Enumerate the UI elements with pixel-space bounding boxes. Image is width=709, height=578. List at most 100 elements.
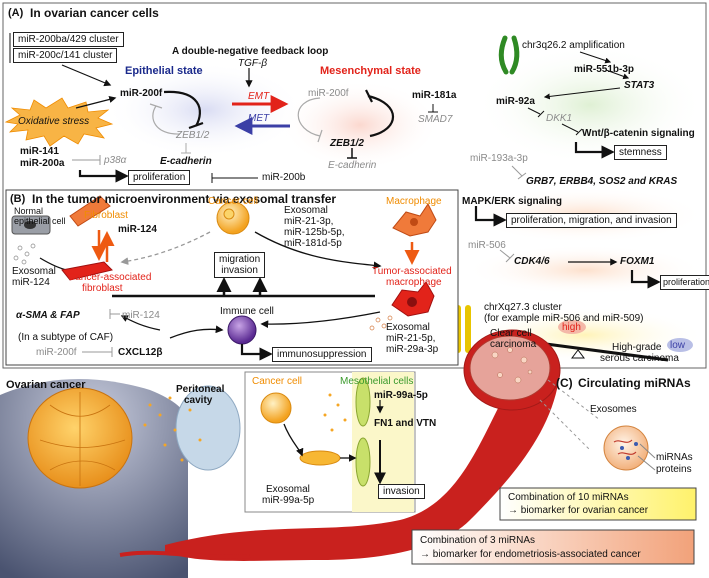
exosome-dots-124 bbox=[13, 243, 36, 265]
stemness-box: stemness bbox=[614, 145, 667, 160]
mir99a-label: miR-99a-5p bbox=[374, 390, 428, 401]
peritoneal-label-1: Peritoneal bbox=[176, 384, 225, 395]
dkk1-label: DKK1 bbox=[546, 113, 573, 124]
normal-cell-label-2: epithelial cell bbox=[14, 216, 66, 226]
combo10-line-1: Combination of 10 miRNAs bbox=[508, 492, 629, 503]
vessel-lumen bbox=[469, 335, 551, 401]
panel-a-title: In ovarian cancer cells bbox=[30, 6, 159, 20]
inset-cancer-cell bbox=[260, 392, 292, 424]
hgs-label-1: High-grade bbox=[612, 342, 662, 353]
caf-subtype-label: (In a subtype of CAF) bbox=[18, 332, 114, 343]
high-label: high bbox=[562, 322, 581, 333]
combo3-line-1: Combination of 3 miRNAs bbox=[420, 535, 536, 546]
proliferation-box-right: proliferation bbox=[660, 275, 709, 290]
peritoneal-cavity bbox=[175, 385, 241, 471]
mir200a-label: miR-200a bbox=[20, 158, 65, 169]
cancer-cell-b bbox=[216, 201, 250, 235]
exo-tam-3: miR-29a-3p bbox=[386, 344, 439, 355]
mesothelial-label: Mesothelial cells bbox=[340, 376, 414, 387]
inset-cancer-cell-label: Cancer cell bbox=[252, 376, 303, 387]
exosome-zoom bbox=[603, 425, 649, 471]
exosome-dots-tam bbox=[369, 315, 393, 331]
p38a-label: p38α bbox=[104, 155, 127, 166]
mir124-bold: miR-124 bbox=[118, 224, 157, 235]
mir200b-label: miR-200b bbox=[262, 172, 306, 183]
panel-b-title: In the tumor microenvironment via exosom… bbox=[32, 192, 337, 206]
chrxq-label-2: (for example miR-506 and miR-509) bbox=[484, 313, 644, 324]
epithelial-state-label: Epithelial state bbox=[125, 65, 203, 77]
panel-a-label: (A) bbox=[8, 7, 24, 19]
grb7-label: GRB7, ERBB4, SOS2 and KRAS bbox=[526, 176, 678, 187]
exosomes-label: Exosomes bbox=[590, 404, 637, 415]
exo-cc-2: miR-21-3p, bbox=[284, 216, 334, 227]
mir181a-label: miR-181a bbox=[412, 90, 457, 101]
exo-tam-1: Exosomal bbox=[386, 322, 430, 333]
peritoneal-dots bbox=[143, 396, 202, 462]
mir124-gray: miR-124 bbox=[122, 310, 160, 321]
chrxq-label-1: chrXq27.3 cluster bbox=[484, 302, 562, 313]
mir92a-label: miR-92a bbox=[496, 96, 535, 107]
combo3-box bbox=[411, 529, 695, 565]
smad7-label: SMAD7 bbox=[418, 114, 453, 125]
foxm1-label: FOXM1 bbox=[620, 256, 655, 267]
oxidative-stress-burst bbox=[4, 97, 114, 147]
exo124-label-1: Exosomal bbox=[12, 266, 56, 277]
met-label: MET bbox=[248, 113, 270, 124]
inset-exosome bbox=[299, 450, 341, 466]
mir200f-bold: miR-200f bbox=[120, 88, 163, 99]
immunosuppression-box: immunosuppression bbox=[272, 347, 372, 362]
cxcl12-label: CXCL12β bbox=[118, 347, 163, 358]
exo-cc-3: miR-125b-5p, bbox=[284, 227, 345, 238]
cdk46-label: CDK4/6 bbox=[514, 256, 550, 267]
blood-vessel bbox=[165, 355, 560, 561]
combo3-line-2: → biomarker for endometriosis-associated… bbox=[420, 549, 641, 560]
mir141-label: miR-141 bbox=[20, 146, 59, 157]
panel-c-title: Circulating miRNAs bbox=[578, 376, 691, 390]
cancer-cell-label-b: Cancer cell bbox=[208, 196, 259, 207]
invasion-box: invasion bbox=[378, 484, 425, 499]
exo-cc-4: miR-181d-5p bbox=[284, 238, 342, 249]
epithelial-glow bbox=[105, 62, 305, 158]
exo124-label-2: miR-124 bbox=[12, 277, 50, 288]
clear-cell-label-1: Clear cell bbox=[490, 328, 532, 339]
loop-title: A double-negative feedback loop bbox=[172, 46, 329, 57]
ovarian-cancer-label: Ovarian cancer bbox=[6, 379, 86, 391]
normal-cell-label-1: Normal bbox=[14, 206, 44, 216]
tgfb-label: TGF-β bbox=[238, 58, 268, 69]
immune-cell-label: Immune cell bbox=[220, 306, 274, 317]
exo99-label-1: Exosomal bbox=[266, 484, 310, 495]
fibroblast-cell bbox=[69, 195, 111, 227]
exo99-label-2: miR-99a-5p bbox=[262, 495, 315, 506]
mesothelial-cells bbox=[355, 377, 371, 487]
mir200f-gray: miR-200f bbox=[308, 88, 349, 99]
hgs-label-2: serous carcinoma bbox=[600, 353, 679, 364]
mir200f-gray-b: miR-200f bbox=[36, 347, 77, 358]
exo-cc-1: Exosomal bbox=[284, 205, 328, 216]
oxidative-stress-label: Oxidative stress bbox=[18, 116, 90, 127]
chr3q-label: chr3q26.2 amplification bbox=[522, 40, 625, 51]
panel-b-label: (B) bbox=[10, 193, 26, 205]
zeb-bold: ZEB1/2 bbox=[330, 138, 364, 149]
caf-cell bbox=[61, 261, 113, 281]
panel-c-label: (C) bbox=[556, 376, 573, 390]
mir193-label: miR-193a-3p bbox=[470, 153, 528, 164]
mir551-label: miR-551b-3p bbox=[574, 64, 635, 75]
pmi-box: proliferation, migration, and invasion bbox=[506, 213, 677, 228]
immune-cell bbox=[227, 315, 257, 345]
mirnas-label: miRNAs bbox=[656, 452, 693, 463]
clear-cell-label-2: carcinoma bbox=[490, 339, 537, 350]
proliferation-box-a: proliferation bbox=[128, 170, 191, 185]
cluster-box-2: miR-200c/141 cluster bbox=[13, 48, 118, 63]
emt-label: EMT bbox=[248, 91, 270, 102]
fn1-label: FN1 and VTN bbox=[374, 418, 437, 429]
balance-fulcrum bbox=[571, 349, 585, 359]
caf-label-1: Cancer-associated bbox=[68, 272, 152, 283]
fibroblast-label: Fibroblast bbox=[84, 210, 128, 221]
tam-label-1: Tumor-associated bbox=[372, 266, 452, 277]
mapk-label: MAPK/ERK signaling bbox=[462, 196, 563, 207]
mir506-label: miR-506 bbox=[468, 240, 506, 251]
combo10-box bbox=[499, 487, 697, 521]
wnt-label: Wnt/β-catenin signaling bbox=[582, 128, 695, 139]
